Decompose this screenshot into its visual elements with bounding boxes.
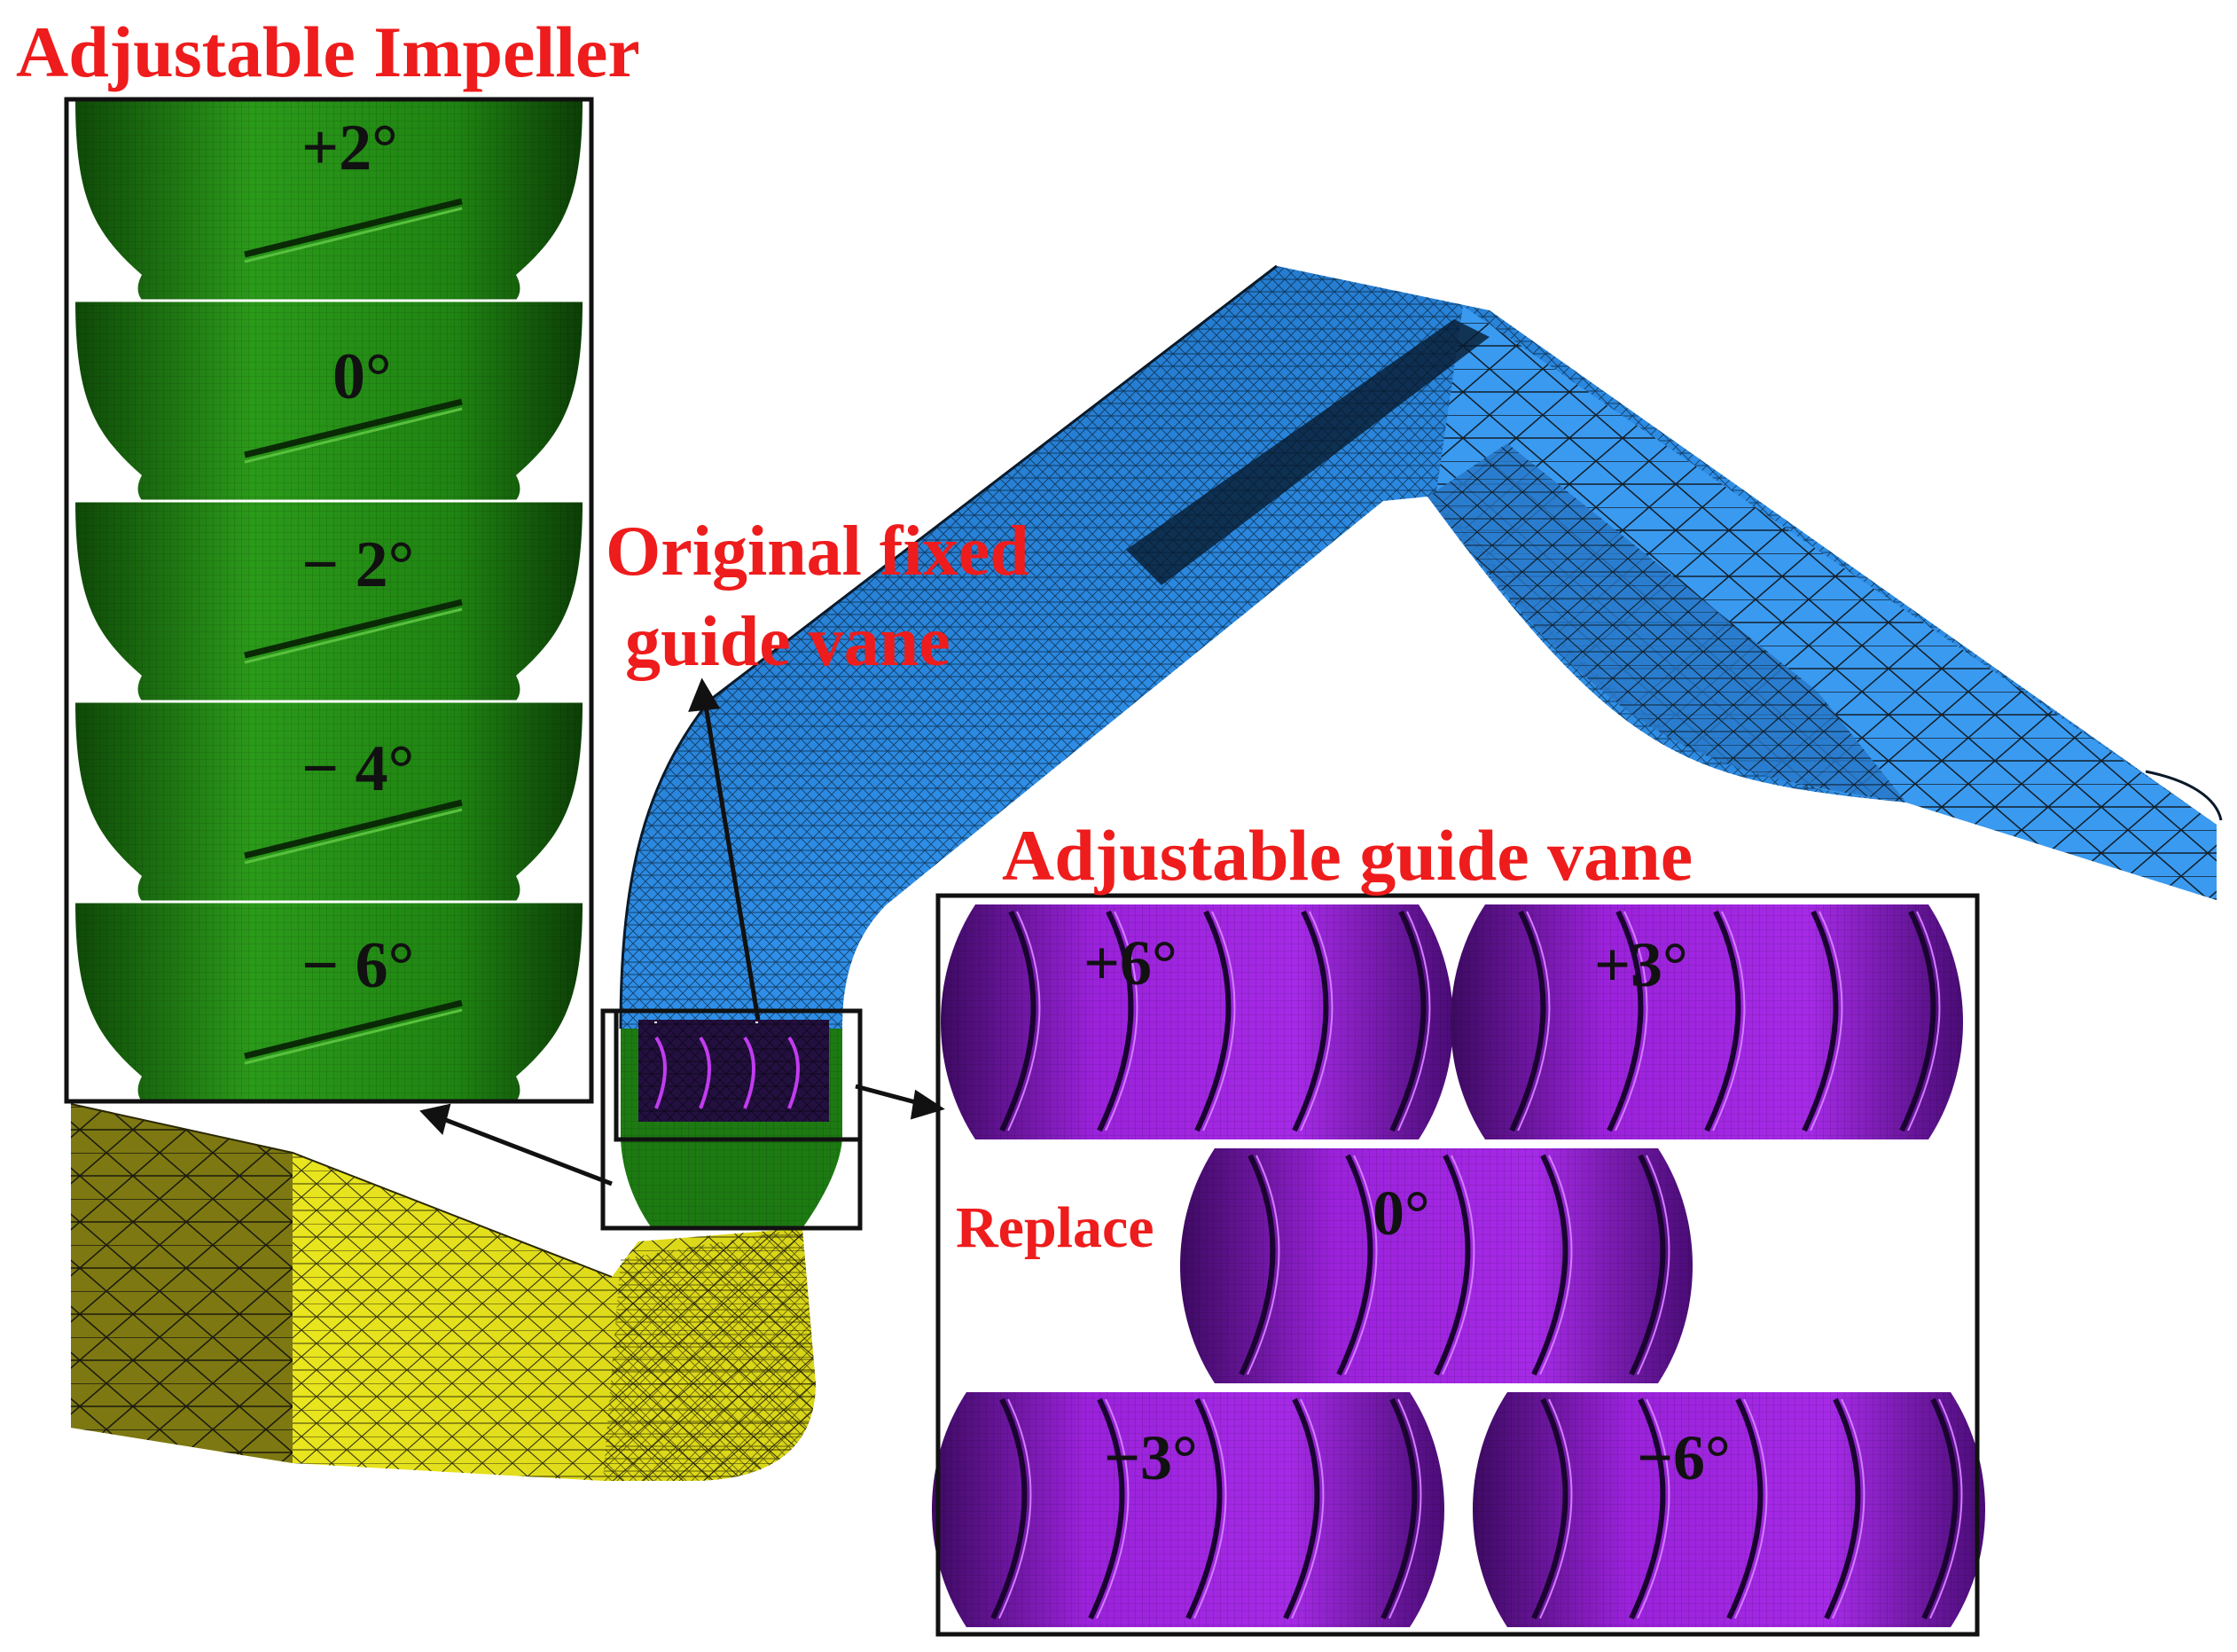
guide-vane-blade <box>1921 1398 1959 1620</box>
impeller-blade-edge <box>244 607 463 664</box>
guide-vane-blade-edge <box>1637 1398 1670 1619</box>
guide-vane-blade <box>1389 910 1427 1132</box>
guide-vane-mesh <box>941 904 1453 1139</box>
impeller-blade-edge <box>244 407 463 464</box>
guide-vane-blade <box>1185 1398 1223 1620</box>
original-fixed-guide-vane-label-line2: guide vane <box>625 603 950 681</box>
guide-vane-blade <box>1726 1398 1764 1620</box>
guide-vane-blade-edge <box>1712 911 1746 1131</box>
guide-vane-blade <box>1899 910 1936 1132</box>
guide-vane-blade-edge <box>1539 1398 1573 1619</box>
guide-vane-blade <box>1239 1154 1276 1376</box>
guide-vane-blade <box>1802 910 1839 1132</box>
guide-vane-mesh <box>1473 1392 1985 1627</box>
impeller-hub-mesh <box>75 500 583 701</box>
guide-vane-blade-edge <box>998 1398 1032 1619</box>
guide-vane-blade <box>1824 1398 1861 1620</box>
guide-vane-blade-edge <box>1300 911 1334 1131</box>
guide-vane-blade-edge <box>1442 1155 1475 1375</box>
guide-vane-blade-edge <box>1907 911 1941 1131</box>
guide-vane-blade-edge <box>1202 911 1236 1131</box>
guide-vane-blade-edge <box>1388 1398 1422 1619</box>
impeller-blade-edge <box>244 1008 463 1065</box>
impeller-blade-edge <box>244 808 463 865</box>
guide-vane-blade <box>1292 910 1329 1132</box>
guide-vane-blade <box>990 1398 1028 1620</box>
impeller-angle-label: 0° <box>332 341 392 413</box>
impeller-blade <box>244 599 463 659</box>
guide-vane-panel <box>932 893 1985 1637</box>
guide-vane-blade <box>1336 1154 1373 1376</box>
guide-vane-angle-label: +6° <box>1083 928 1177 998</box>
guide-vane-blade-edge <box>1291 1398 1325 1619</box>
guide-vane-blade <box>999 910 1036 1132</box>
replace-label: Replace <box>956 1195 1154 1260</box>
guide-vane-blade-edge <box>1105 911 1138 1131</box>
guide-vane-blade-edge <box>1247 1155 1280 1375</box>
original-fixed-guide-vane-label-line1: Original fixed <box>606 513 1029 591</box>
guide-vane-blade-edge <box>1397 911 1431 1131</box>
guide-vane-blade-edge <box>1344 1155 1378 1375</box>
adjustable-impeller-label: Adjustable Impeller <box>16 12 640 92</box>
impeller-angle-label: − 2° <box>301 528 415 601</box>
guide-vane-angle-label: −3° <box>1104 1422 1198 1493</box>
guide-vane-blade-edge <box>1007 911 1041 1131</box>
guide-vane-blade-edge <box>1810 911 1843 1131</box>
guide-vane-blade <box>1629 1154 1666 1376</box>
guide-vane-blade <box>1531 1398 1568 1620</box>
guide-vane-blade-edge <box>1832 1398 1865 1619</box>
impeller-highlight-box <box>600 1008 863 1231</box>
impeller-blade <box>244 999 463 1060</box>
impeller-angle-label: +2° <box>301 112 398 184</box>
impeller-blade <box>244 398 463 458</box>
guide-vane-blade <box>1088 1398 1125 1620</box>
guide-vane-blade <box>1607 910 1644 1132</box>
guide-vane-angle-label: 0° <box>1373 1178 1430 1249</box>
impeller-blade-edge <box>244 207 463 263</box>
adjustable-guide-vane-label: Adjustable guide vane <box>1002 815 1693 896</box>
guide-vane-mesh <box>932 1392 1444 1627</box>
impeller-angle-label: − 4° <box>301 732 415 805</box>
impeller-hub-mesh <box>75 901 583 1101</box>
guide-vane-blade-edge <box>1637 1155 1670 1375</box>
impeller-panel <box>64 97 594 1104</box>
guide-vane-mesh <box>1180 1148 1693 1383</box>
impeller-hub-mesh <box>75 701 583 901</box>
guide-vane-blade <box>1434 1154 1471 1376</box>
guide-vane-mesh <box>1451 904 1963 1139</box>
guide-vane-blade <box>1531 1154 1568 1376</box>
guide-vane-blade <box>1097 910 1134 1132</box>
impeller-hub-mesh <box>75 300 583 500</box>
impeller-blade <box>244 799 463 859</box>
impeller-hub-mesh <box>75 99 583 300</box>
guide-vane-blade-edge <box>1193 1398 1227 1619</box>
impeller-angle-label: − 6° <box>301 929 415 1002</box>
guide-vane-blade-edge <box>1096 1398 1130 1619</box>
guide-vane-blade <box>1629 1398 1666 1620</box>
guide-vane-blade-edge <box>1615 911 1648 1131</box>
guide-vane-angle-label: −6° <box>1637 1422 1731 1493</box>
pump-core <box>621 1020 842 1228</box>
guide-vane-blade <box>1509 910 1546 1132</box>
guide-vane-blade-edge <box>1539 1155 1573 1375</box>
outlet-pipe-mesh <box>619 264 2223 1030</box>
guide-vane-blade-edge <box>1734 1398 1768 1619</box>
guide-vane-blade <box>1283 1398 1320 1620</box>
impeller-blade <box>244 198 463 258</box>
guide-vane-blade <box>1194 910 1232 1132</box>
guide-vane-blade <box>1381 1398 1418 1620</box>
guide-vane-blade-edge <box>1929 1398 1963 1619</box>
leader-arrows <box>419 677 945 1186</box>
inlet-duct-mesh <box>70 1103 816 1481</box>
guide-vane-blade <box>1704 910 1741 1132</box>
guide-vane-blade-edge <box>1517 911 1551 1131</box>
guide-vane-angle-label: +3° <box>1594 929 1688 1000</box>
